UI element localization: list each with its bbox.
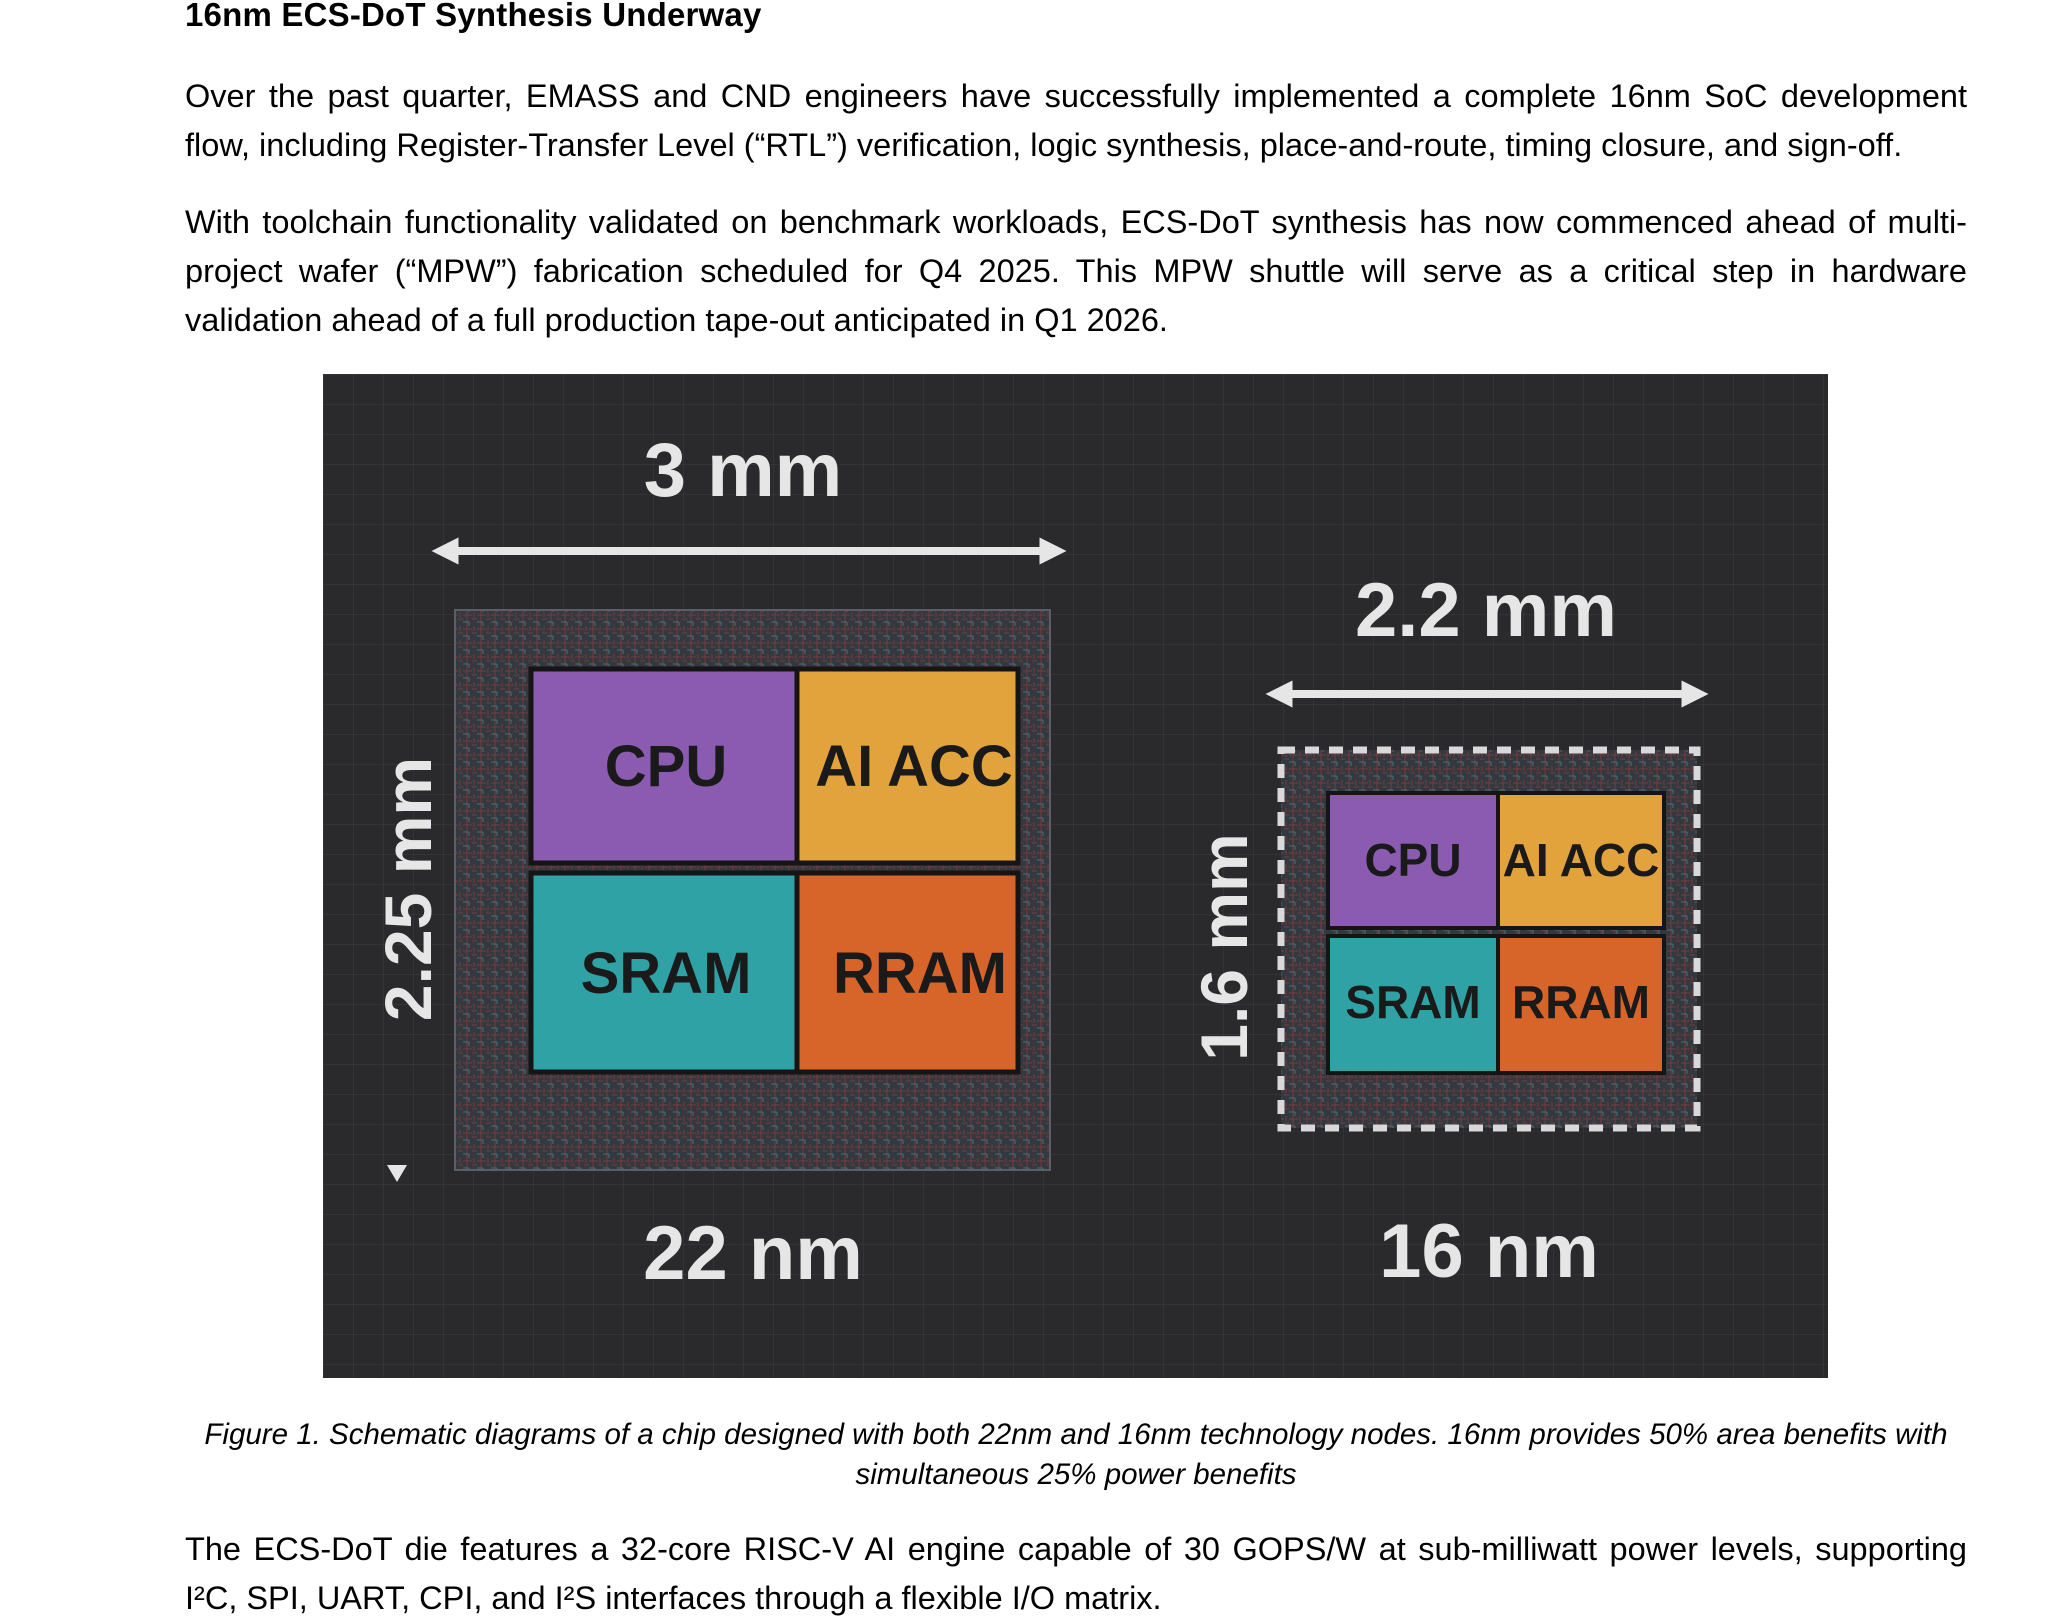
node-label-16nm: 16 nm [1379,1209,1599,1294]
rram-block-22nm [794,870,1021,1075]
section-heading: 16nm ECS-DoT Synthesis Underway [185,0,762,33]
chip-16nm: CPU AI ACC SRAM RRAM [1277,746,1701,1132]
rram-label-16nm: RRAM [1512,976,1650,1028]
ai-acc-label-22nm: AI ACC [815,734,1013,799]
width-label-22nm: 3 mm [644,428,843,513]
sram-label-16nm: SRAM [1345,976,1480,1028]
sram-label-22nm: SRAM [581,941,752,1006]
paragraph-die-features: The ECS-DoT die features a 32-core RISC-… [185,1531,1967,1616]
height-label-16nm: 1.6 mm [1187,833,1261,1060]
ai-acc-block-22nm [794,666,1021,866]
chip-diagram-svg: 3 mm 2.25 mm CPU AI ACC SRAM RRAM 22 nm … [371,428,1709,1296]
sram-block-16nm [1326,934,1500,1075]
paragraph-flow: Over the past quarter, EMASS and CND eng… [185,78,1967,163]
ai-acc-block-16nm [1496,791,1666,930]
ai-acc-label-16nm: AI ACC [1503,834,1660,886]
chip-22nm: CPU AI ACC SRAM RRAM [454,609,1051,1171]
height-arrow-tip-22nm [387,1165,407,1182]
width-label-16nm: 2.2 mm [1355,568,1617,653]
rram-block-16nm [1496,934,1666,1075]
cpu-label-22nm: CPU [605,734,727,799]
cpu-label-16nm: CPU [1364,834,1461,886]
cpu-block-16nm [1326,791,1500,930]
paragraph-toolchain: With toolchain functionality validated o… [185,204,1967,338]
figure-caption: Figure 1. Schematic diagrams of a chip d… [204,1418,1948,1491]
chip-figure: 3 mm 2.25 mm CPU AI ACC SRAM RRAM 22 nm … [323,374,1828,1378]
node-label-22nm: 22 nm [643,1211,863,1296]
dashed-outline-16nm [1277,746,1701,1132]
cpu-block-22nm [528,666,800,866]
rram-label-22nm: RRAM [833,941,1007,1006]
height-label-22nm: 2.25 mm [371,757,445,1021]
